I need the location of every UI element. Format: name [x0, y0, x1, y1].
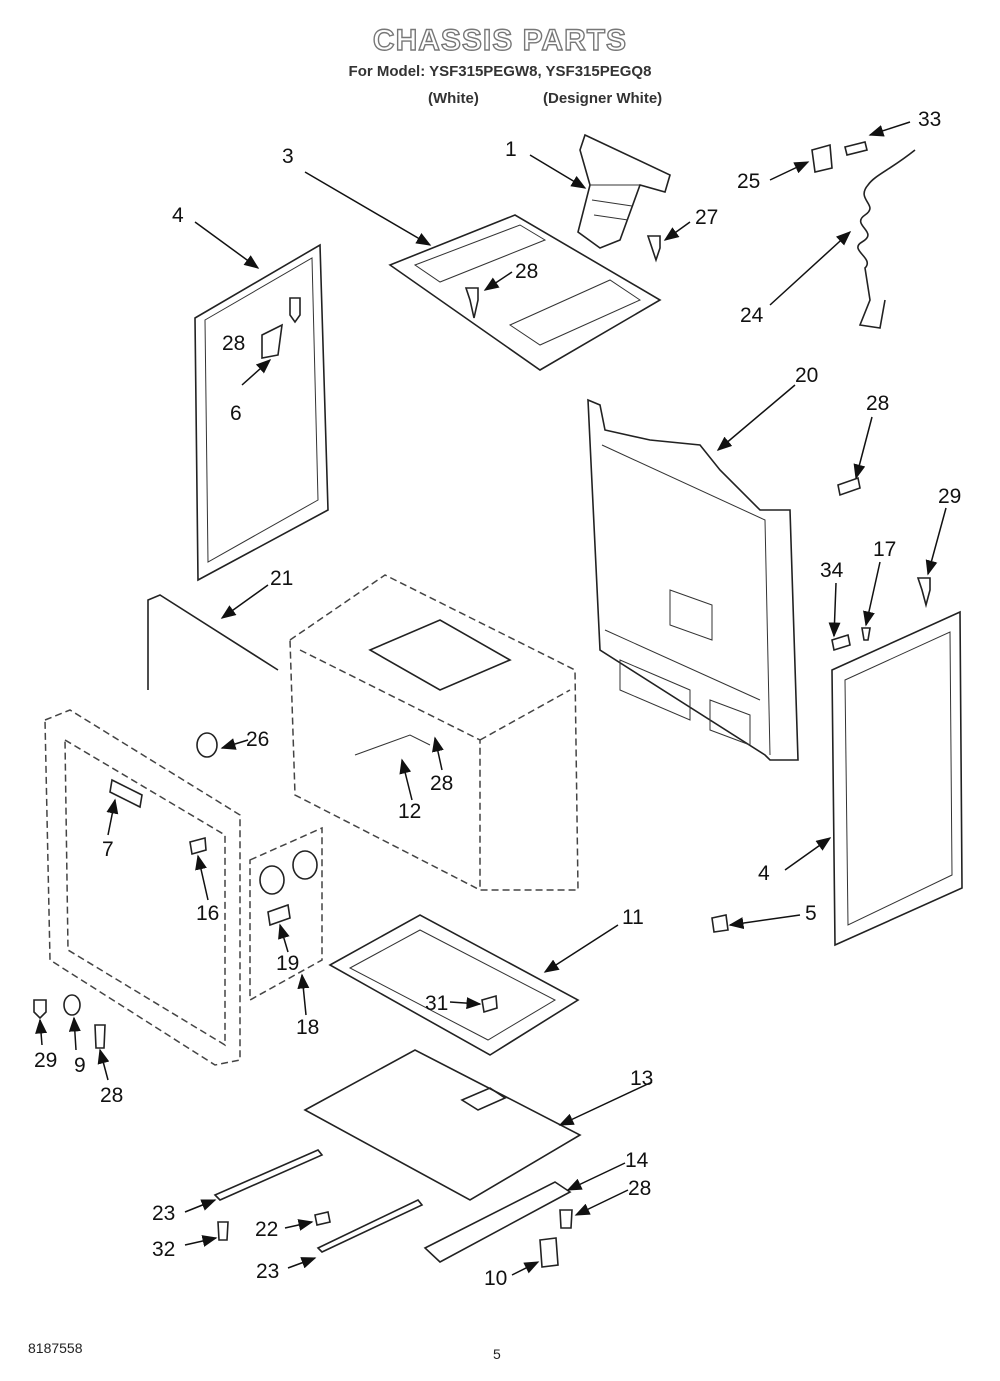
callout-28-bottom-left: 28: [100, 1084, 123, 1107]
callout-29-right: 29: [938, 485, 961, 508]
callout-28-cavity: 28: [430, 772, 453, 795]
callout-32: 32: [152, 1238, 175, 1261]
callout-13: 13: [630, 1067, 653, 1090]
callout-9: 9: [74, 1054, 86, 1077]
burner-base-part-11: [328, 914, 580, 1056]
screw-part-28-right: [837, 476, 861, 497]
callout-19: 19: [276, 952, 299, 975]
screw-part-31: [481, 994, 498, 1014]
variant-designer-white: (Designer White): [543, 90, 663, 107]
side-panel-part-4-left: [194, 243, 329, 582]
screw-part-33: [844, 141, 868, 156]
rail-part-23-lower: [316, 1199, 424, 1253]
callout-4-left: 4: [172, 204, 184, 227]
callout-11: 11: [622, 906, 644, 929]
front-frame: [44, 709, 241, 1066]
callout-16: 16: [196, 902, 219, 925]
callout-5: 5: [805, 902, 817, 925]
nut-part-9: [63, 994, 81, 1016]
screw-part-29-right: [916, 577, 931, 609]
callout-4-right: 4: [758, 862, 770, 885]
leveling-rail-part-14: [423, 1181, 572, 1263]
callout-14: 14: [625, 1149, 649, 1172]
side-panel-part-4-right: [831, 610, 963, 947]
callout-23-lower: 23: [256, 1260, 279, 1283]
callout-labels: 1 3 33 25 27 4 28 24 28 6 20 28 29 21 17…: [34, 108, 961, 1290]
gasket-part-21: [147, 594, 279, 690]
callout-22: 22: [255, 1218, 278, 1241]
screw-part-17: [861, 627, 871, 641]
callout-12: 12: [398, 800, 421, 823]
callout-1: 1: [505, 138, 517, 161]
plug-part-26: [196, 732, 218, 758]
callout-21: 21: [270, 567, 293, 590]
callout-27: 27: [695, 206, 718, 229]
callout-10: 10: [484, 1267, 507, 1290]
rail-part-23-upper: [213, 1149, 324, 1201]
variant-white: (White): [428, 90, 479, 107]
callout-33: 33: [918, 108, 941, 131]
oven-cavity: [289, 574, 579, 891]
callout-24: 24: [740, 304, 764, 327]
back-panel-part-20: [587, 398, 799, 761]
bracket-part-25: [811, 143, 833, 173]
screw-part-28-bottom-left: [94, 1024, 106, 1049]
clip-part-5: [711, 914, 729, 933]
callout-34: 34: [820, 559, 844, 582]
callout-28-top: 28: [515, 260, 538, 283]
leveling-leg-part-10: [539, 1237, 559, 1268]
screw-part-34: [831, 633, 851, 652]
power-cord-part-24: [857, 149, 916, 329]
leader-lines: [35, 121, 947, 1276]
callout-28-back: 28: [866, 392, 889, 415]
callout-18: 18: [296, 1016, 319, 1039]
callout-28-bottom-right: 28: [628, 1177, 651, 1200]
callout-28-side: 28: [222, 332, 245, 355]
callout-3: 3: [282, 145, 294, 168]
callout-25: 25: [737, 170, 760, 193]
screw-part-27: [646, 235, 661, 263]
callout-26: 26: [246, 728, 269, 751]
clip-part-22: [314, 1211, 331, 1226]
pin-part-16: [189, 836, 207, 856]
callout-7: 7: [102, 838, 114, 861]
screw-part-28-bottom-right: [559, 1209, 573, 1229]
callout-17: 17: [873, 538, 896, 561]
page-number: 5: [493, 1346, 501, 1362]
page-title: CHASSIS PARTS: [372, 23, 628, 57]
screw-part-29-left: [33, 999, 47, 1020]
vent-duct-part-1: [577, 133, 671, 249]
callout-31: 31: [425, 992, 448, 1015]
screw-part-28-top: [464, 287, 479, 319]
top-panel-part-3: [388, 214, 662, 371]
igniter-assembly-part-18: [249, 826, 323, 1002]
bottom-panel-part-13: [303, 1049, 582, 1201]
callout-29-left: 29: [34, 1049, 57, 1072]
callout-6: 6: [230, 402, 242, 425]
model-line: For Model: YSF315PEGW8, YSF315PEGQ8: [348, 63, 652, 80]
screw-part-32: [217, 1221, 229, 1241]
callout-23-upper: 23: [152, 1202, 175, 1225]
document-number: 8187558: [28, 1340, 83, 1356]
callout-20: 20: [795, 364, 818, 387]
